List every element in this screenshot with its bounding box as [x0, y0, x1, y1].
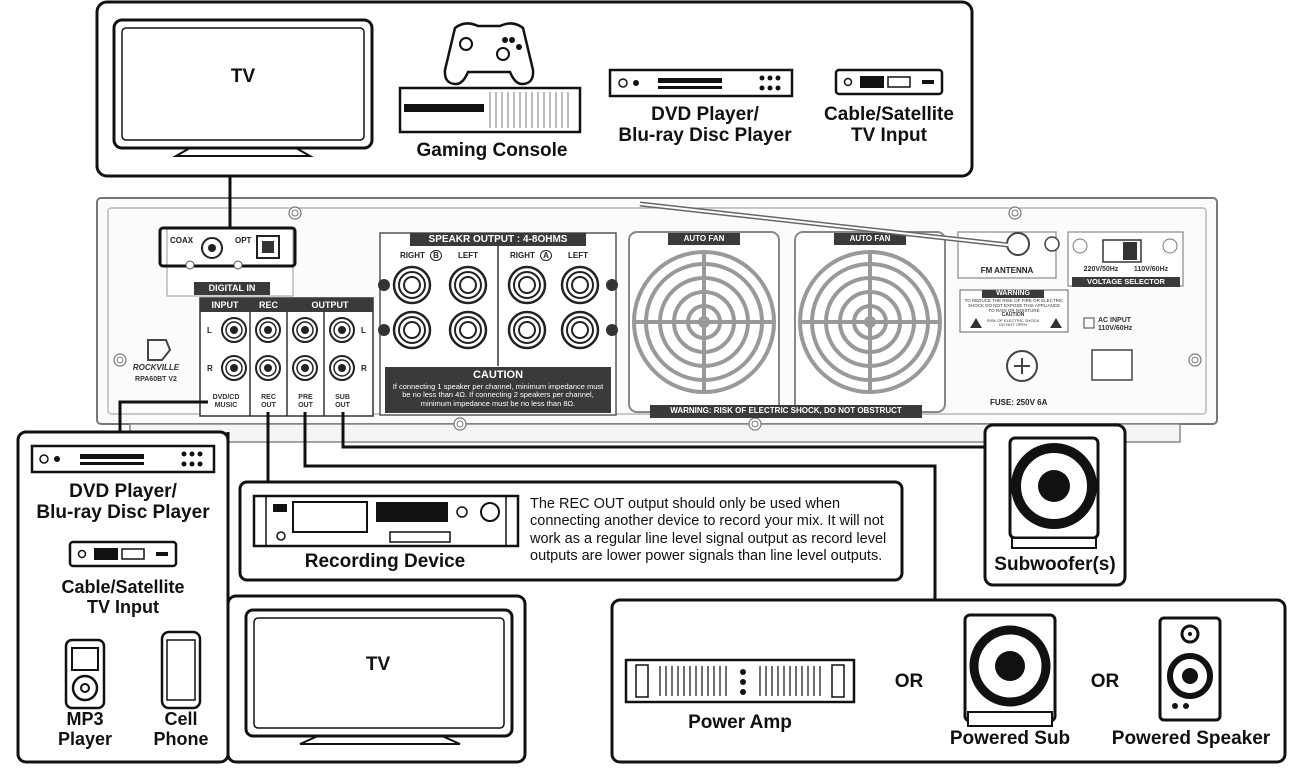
- rec-header: REC: [250, 300, 287, 310]
- speaker-left-b-label: LEFT: [458, 251, 478, 260]
- powered-speaker-label: Powered Speaker: [1111, 728, 1271, 749]
- speaker-b-marker: B: [430, 250, 442, 261]
- ac-input-label: AC INPUT 110V/60Hz: [1098, 317, 1133, 332]
- speaker-right-a-label: RIGHT A: [510, 250, 552, 261]
- right-channel-label: R: [207, 364, 213, 373]
- brand-logo: ROCKVILLE: [132, 363, 180, 372]
- bottom-tv-box: [226, 594, 527, 764]
- right-channel-label-out: R: [361, 364, 367, 373]
- cable-top-label: Cable/Satellite TV Input: [824, 104, 954, 147]
- amplifier-rear-panel: [96, 197, 1218, 443]
- rec-out-jack-label: REC OUT: [261, 394, 276, 409]
- gaming-console-label: Gaming Console: [416, 140, 568, 161]
- pre-out-jack-label: PRE OUT: [298, 394, 313, 409]
- speaker-left-a-label: LEFT: [568, 251, 588, 260]
- rec-out-note: The REC OUT output should only be used w…: [530, 496, 887, 565]
- warning-box-caution-text: RISK OF ELECTRIC SHOCK DO NOT OPEN: [986, 318, 1040, 328]
- left-channel-label: L: [207, 326, 212, 335]
- input-header: INPUT: [200, 300, 250, 310]
- voltage-selector-label: VOLTAGE SELECTOR: [1087, 277, 1165, 286]
- subwoofer-box: [983, 423, 1127, 587]
- caution-title: CAUTION: [472, 369, 524, 381]
- digital-in-label: DIGITAL IN: [208, 283, 256, 293]
- fan-left-label: AUTO FAN: [683, 234, 725, 243]
- speaker-a-marker: A: [540, 250, 552, 261]
- recording-device-box: [238, 480, 904, 582]
- left-channel-label-out: L: [361, 326, 366, 335]
- speaker-right-b-label: RIGHT B: [400, 250, 442, 261]
- sub-out-jack-label: SUB OUT: [335, 394, 350, 409]
- mp3-player-label: MP3 Player: [57, 709, 113, 750]
- output-devices-box: [610, 598, 1287, 764]
- tv-bottom-label: TV: [365, 654, 391, 675]
- recording-device-label: Recording Device: [304, 551, 466, 572]
- dvd-player-left-label: DVD Player/ Blu-ray Disc Player: [36, 481, 210, 524]
- cell-phone-label: Cell Phone: [153, 709, 209, 750]
- speaker-output-header: SPEAKR OUTPUT : 4-8OHMS: [410, 234, 586, 245]
- dvd-music-jack-label: DVD/CD MUSIC: [212, 394, 240, 409]
- coax-label: COAX: [170, 236, 194, 245]
- fan-warning-label: WARNING: RISK OF ELECTRIC SHOCK, DO NOT …: [670, 406, 902, 415]
- or-label-1: OR: [894, 671, 924, 692]
- caution-text: If connecting 1 speaker per channel, min…: [392, 382, 604, 408]
- cable-left-label: Cable/Satellite TV Input: [61, 577, 185, 618]
- top-sources-box: [95, 0, 974, 178]
- voltage-220-label: 220V/50Hz: [1083, 266, 1119, 273]
- warning-box-caution: CAUTION: [1001, 312, 1025, 318]
- left-sources-box: [16, 430, 230, 764]
- output-header: OUTPUT: [287, 300, 373, 310]
- fan-right-label: AUTO FAN: [849, 234, 891, 243]
- warning-box-text: TO REDUCE THE RISK OF FIRE OR ELECTRIC S…: [964, 298, 1064, 313]
- dvd-player-top-label: DVD Player/ Blu-ray Disc Player: [618, 104, 792, 147]
- opt-label: OPT: [235, 236, 252, 245]
- or-label-2: OR: [1090, 671, 1120, 692]
- powered-sub-label: Powered Sub: [949, 728, 1071, 749]
- voltage-110-label: 110V/60Hz: [1133, 266, 1169, 273]
- fuse-label: FUSE: 250V 6A: [990, 398, 1048, 407]
- subwoofer-label: Subwoofer(s): [994, 554, 1116, 575]
- model-label: RPA60BT V2: [135, 376, 177, 383]
- fm-antenna-label: FM ANTENNA: [980, 266, 1034, 275]
- warning-box-title: WARNING: [996, 290, 1030, 297]
- tv-top-label: TV: [230, 66, 256, 87]
- power-amp-label: Power Amp: [688, 712, 792, 733]
